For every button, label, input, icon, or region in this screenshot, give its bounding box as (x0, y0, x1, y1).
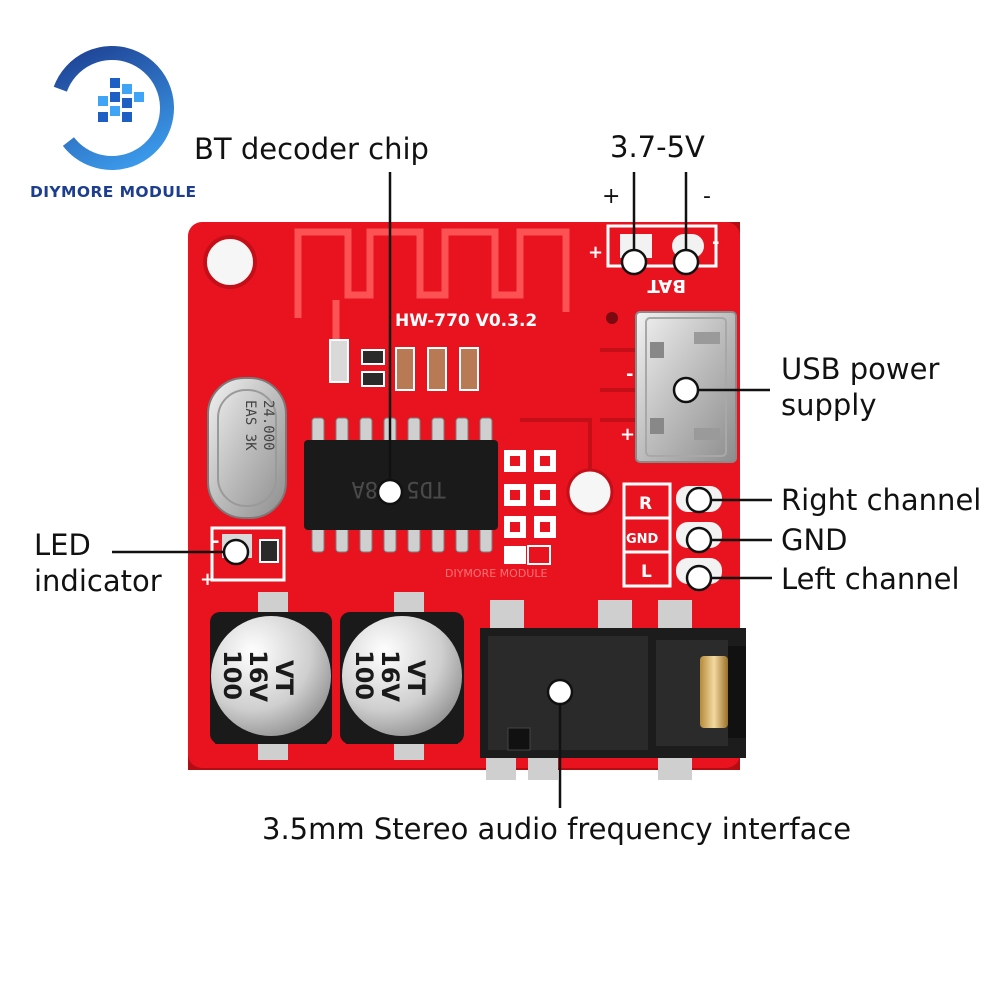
usb-plus-mark: + (620, 424, 635, 445)
board-model-label: HW-770 V0.3.2 (395, 311, 537, 331)
callout-usb-line1: USB power (781, 352, 940, 386)
cap-right-value: 100 (350, 650, 378, 700)
pad-l-label: L (641, 562, 652, 582)
cap-left-value: 100 (218, 650, 246, 700)
led-minus-mark: - (212, 531, 219, 552)
led-plus-mark: + (200, 569, 215, 590)
bat-minus-mark: - (712, 232, 719, 253)
pad-r-label: R (639, 494, 652, 514)
smd-components (329, 339, 479, 391)
callout-left-channel: Left channel (781, 562, 960, 596)
antenna-trace (294, 228, 570, 318)
callout-bt-chip: BT decoder chip (194, 132, 429, 166)
marker-usb (672, 376, 700, 404)
chip-marking: TD5 (406, 476, 446, 501)
callout-bat-minus: - (703, 184, 711, 209)
brand-name: DIYMORE MODULE (30, 183, 197, 201)
cap-right-voltage: 16V (376, 650, 404, 702)
callout-right-channel: Right channel (781, 483, 982, 517)
marker-led (222, 538, 250, 566)
callout-led-line2: indicator (34, 564, 162, 598)
chip-marking-suffix: 8A (352, 476, 379, 501)
capacitor-left: 100 16V VT (210, 592, 332, 760)
crystal-code-label: EAS 3K (242, 400, 258, 451)
marker-bat-plus (620, 248, 648, 276)
pad-gnd-label: GND (626, 532, 659, 547)
marker-right (685, 486, 713, 514)
marker-chip (376, 478, 404, 506)
marker-gnd (685, 526, 713, 554)
callout-voltage: 3.7-5V (610, 130, 705, 164)
callout-audio: 3.5mm Stereo audio frequency interface (262, 812, 852, 846)
usb-minus-mark: - (626, 364, 633, 385)
crystal-oscillator: 24.000 EAS 3K (207, 377, 287, 519)
cap-right-series: VT (402, 660, 430, 696)
callout-usb-line2: supply (781, 388, 877, 422)
marker-audio (546, 678, 574, 706)
capacitor-right: 100 16V VT (340, 592, 464, 760)
marker-bat-minus (672, 248, 700, 276)
watermark: DIYMORE MODULE (445, 567, 547, 580)
cube-icon (98, 78, 144, 122)
bat-label: BAT (647, 275, 686, 296)
battery-pads: BAT + - (588, 224, 719, 296)
bat-plus-mark: + (588, 242, 603, 263)
marker-left (685, 564, 713, 592)
callout-led-line1: LED (34, 528, 91, 562)
leader-lines (112, 172, 772, 808)
brand-logo (50, 46, 174, 170)
callout-bat-plus: + (602, 184, 621, 209)
audio-jack (480, 600, 746, 780)
cap-left-voltage: 16V (244, 650, 272, 702)
callout-gnd: GND (781, 523, 848, 557)
cap-left-series: VT (270, 660, 298, 696)
mounting-hole (203, 235, 257, 289)
crystal-freq-label: 24.000 (260, 400, 276, 451)
